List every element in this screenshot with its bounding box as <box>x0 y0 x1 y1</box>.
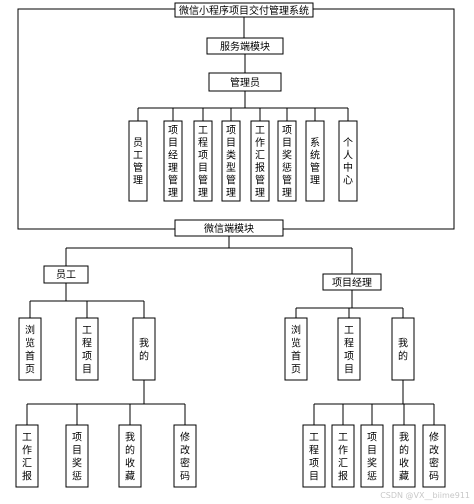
admin-module-3-box <box>221 120 241 202</box>
manager-mine-item-3-box <box>392 424 416 488</box>
admin-module-7-label: 个人中心 <box>343 137 353 187</box>
employee-label: 员工 <box>56 269 76 281</box>
manager-page-1-box <box>337 317 361 381</box>
admin-label: 管理员 <box>230 76 260 89</box>
outer-connector <box>17 8 175 230</box>
manager-mine-item-2-label: 项目奖惩 <box>367 431 377 482</box>
admin-module-2-label: 工程项目管理 <box>198 126 208 200</box>
admin-module-5-box <box>277 120 297 202</box>
manager-page-0-label: 浏览首页 <box>291 323 301 375</box>
admin-module-6-box <box>305 120 325 202</box>
admin-module-4-label: 工作汇报管理 <box>255 126 265 200</box>
manager-page-1-label: 工程项目 <box>344 325 354 375</box>
employee-mine-item-3-label: 修改密码 <box>180 430 190 482</box>
admin-module-0-box <box>128 120 148 202</box>
admin-module-0-label: 员工管理 <box>133 137 143 187</box>
admin-module-3-label: 项目类型管理 <box>226 125 236 200</box>
watermark: CSDN @VX__biime911 <box>380 491 470 500</box>
admin-module-1-label: 项目经理管理 <box>168 125 178 200</box>
manager-mine-item-0-label: 工程项目 <box>309 432 319 482</box>
manager-mine-item-3-label: 我的收藏 <box>399 431 409 482</box>
employee-mine-item-3-box <box>173 424 197 488</box>
admin-module-7-box <box>338 120 358 202</box>
employee-mine-item-2-label: 我的收藏 <box>125 431 135 482</box>
employee-page-0-box <box>18 317 42 381</box>
employee-mine-item-0-label: 工作汇报 <box>22 432 32 482</box>
employee-page-2-label: 我的 <box>139 337 149 362</box>
admin-module-2-box <box>193 120 213 202</box>
employee-mine-item-0-box <box>15 424 39 488</box>
admin-module-4-box <box>250 120 270 202</box>
manager-mine-item-4-label: 修改密码 <box>429 430 439 482</box>
manager-mine-item-1-label: 工作汇报 <box>338 432 348 482</box>
manager-page-2-label: 我的 <box>398 337 408 362</box>
employee-mine-item-2-box <box>118 424 142 488</box>
admin-module-6-label: 系统管理 <box>310 137 320 187</box>
server-module-label: 服务端模块 <box>220 40 270 53</box>
manager-page-0-box <box>284 317 308 381</box>
manager-mine-item-4-box <box>422 424 446 488</box>
manager-label: 项目经理 <box>332 276 372 289</box>
employee-page-1-box <box>75 317 99 381</box>
admin-module-1-box <box>163 120 183 202</box>
admin-module-5-label: 项目奖惩管理 <box>282 125 292 200</box>
manager-mine-item-1-box <box>331 424 355 488</box>
employee-mine-item-1-box <box>65 424 89 488</box>
title-label: 微信小程序项目交付管理系统 <box>179 4 309 17</box>
employee-page-0-label: 浏览首页 <box>25 323 35 375</box>
employee-mine-item-1-label: 项目奖惩 <box>72 431 82 482</box>
manager-mine-item-0-box <box>302 424 326 488</box>
employee-page-1-label: 工程项目 <box>82 325 92 375</box>
wechat-module-label: 微信端模块 <box>204 222 254 235</box>
manager-mine-item-2-box <box>360 424 384 488</box>
outer-connector-right <box>283 8 455 230</box>
